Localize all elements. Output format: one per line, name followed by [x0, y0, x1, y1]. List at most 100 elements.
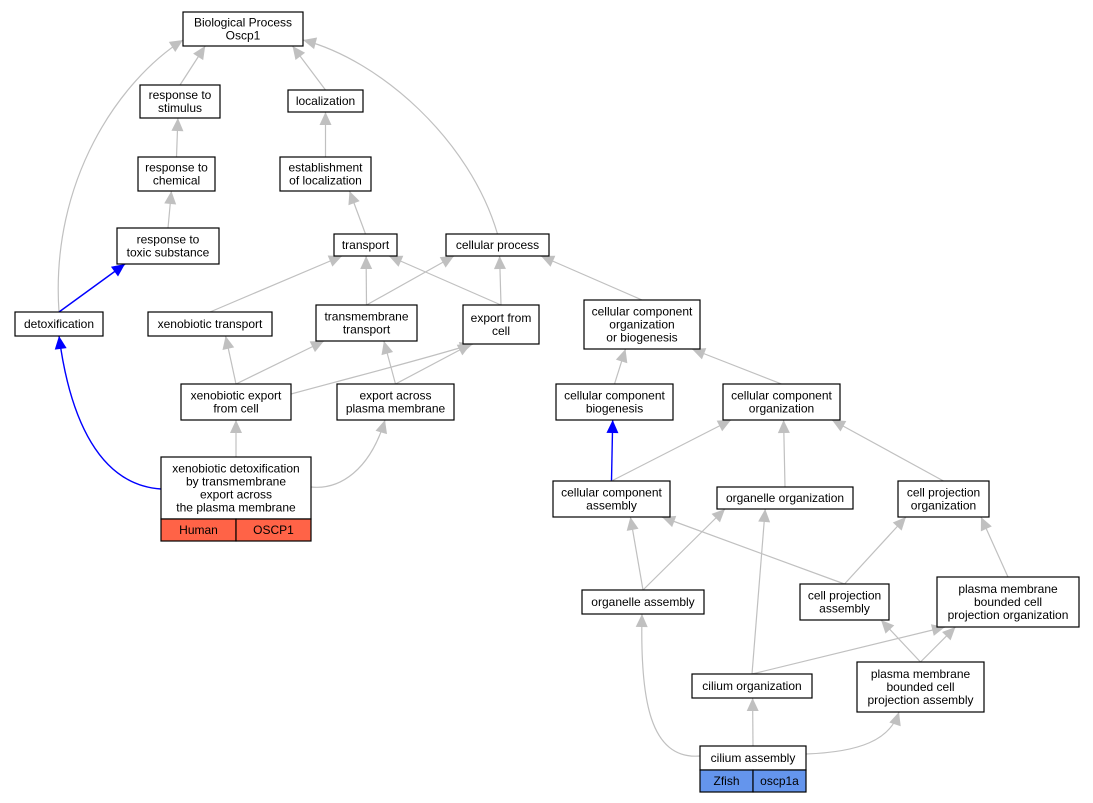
term-label-line: of localization	[289, 174, 362, 188]
edge-line	[57, 39, 184, 313]
arrowhead	[381, 341, 394, 356]
arrowhead	[635, 614, 648, 628]
edge-line	[805, 711, 900, 755]
arrowhead	[456, 344, 471, 356]
term-box	[147, 311, 273, 337]
term-node-detox[interactable]: detoxification	[14, 311, 104, 337]
edge-xdetox-to-detox	[54, 335, 162, 490]
annotation-cell	[235, 518, 312, 542]
term-box	[333, 233, 398, 257]
term-label-line: response to	[145, 161, 208, 175]
term-label-line: response to	[137, 233, 200, 247]
annotation-cell	[752, 769, 807, 793]
term-label-line: response to	[149, 88, 212, 102]
term-node-orgasm[interactable]: organelle assembly	[581, 589, 705, 615]
arrowhead	[348, 191, 360, 206]
term-node-transport[interactable]: transport	[333, 233, 398, 257]
edge-line	[540, 255, 643, 301]
term-label-line: Biological Process	[194, 16, 292, 30]
term-label-line: assembly	[586, 499, 637, 513]
arrowhead	[832, 420, 847, 432]
edge-line	[58, 263, 126, 313]
edge-pmbcporg-to-cporg	[980, 516, 1009, 578]
term-box	[581, 589, 705, 615]
term-node-ciliumorg[interactable]: cilium organization	[691, 673, 813, 699]
term-label-line: plasma membrane	[958, 582, 1058, 596]
edge-rstim-to-bp	[179, 45, 206, 86]
term-node-xtrans[interactable]: xenobiotic transport	[147, 311, 273, 337]
term-box	[552, 480, 671, 518]
arrowhead	[327, 255, 342, 267]
term-label-line: by transmembrane	[186, 475, 286, 489]
arrowhead	[541, 255, 556, 267]
term-box	[139, 84, 221, 119]
edge-line	[58, 335, 162, 490]
term-label-line: biogenesis	[586, 402, 643, 416]
term-label-line: cell	[492, 324, 510, 338]
edge-orgasm-to-ccasm	[626, 516, 644, 591]
edge-orgasm-to-orgorg	[642, 508, 726, 591]
term-box	[315, 304, 418, 342]
arrowhead	[889, 712, 901, 727]
term-label-line: transport	[342, 238, 390, 252]
term-label-line: or biogenesis	[606, 331, 677, 345]
term-label-line: organization	[911, 499, 976, 513]
arrowhead	[292, 46, 306, 60]
term-box	[116, 227, 220, 265]
term-label-line: stimulus	[158, 101, 202, 115]
edge-line	[302, 39, 499, 235]
term-box	[160, 456, 312, 520]
term-node-loc[interactable]: localization	[287, 89, 364, 113]
edge-estloc-to-loc	[319, 112, 332, 157]
term-label-line: from cell	[213, 402, 258, 416]
edge-cpasm-to-ccasm	[661, 515, 845, 585]
edge-line	[661, 516, 845, 585]
term-label-line: plasma membrane	[871, 667, 971, 681]
edge-pmbcpasm-to-cpasm	[880, 619, 921, 663]
term-label-line: cellular component	[731, 389, 832, 403]
edge-ciliumasm-to-pmbcpasm	[805, 711, 901, 755]
edge-cellproc-to-bp	[302, 37, 499, 235]
term-label-line: cellular component	[592, 305, 693, 319]
edge-line	[691, 348, 782, 385]
term-box	[897, 480, 990, 518]
term-box	[137, 156, 216, 192]
arrowhead	[716, 420, 731, 432]
edge-exportcell-to-transport	[388, 255, 502, 306]
term-box	[691, 673, 813, 699]
arrowhead	[309, 341, 324, 353]
edge-xdetox-to-xexport	[230, 420, 242, 457]
edge-loc-to-bp	[292, 45, 326, 91]
edges-layer	[54, 37, 1009, 757]
edge-line	[642, 508, 726, 591]
term-label-line: cilium organization	[702, 679, 801, 693]
term-box	[555, 383, 674, 421]
edge-ciliumasm-to-orgasm	[635, 613, 701, 757]
arrowhead	[758, 509, 771, 523]
arrowhead	[171, 118, 184, 132]
term-node-cellproc[interactable]: cellular process	[445, 233, 550, 257]
term-node-orgorg[interactable]: organelle organization	[716, 486, 854, 510]
term-label-line: establishment	[288, 161, 363, 175]
edge-line	[751, 626, 946, 675]
